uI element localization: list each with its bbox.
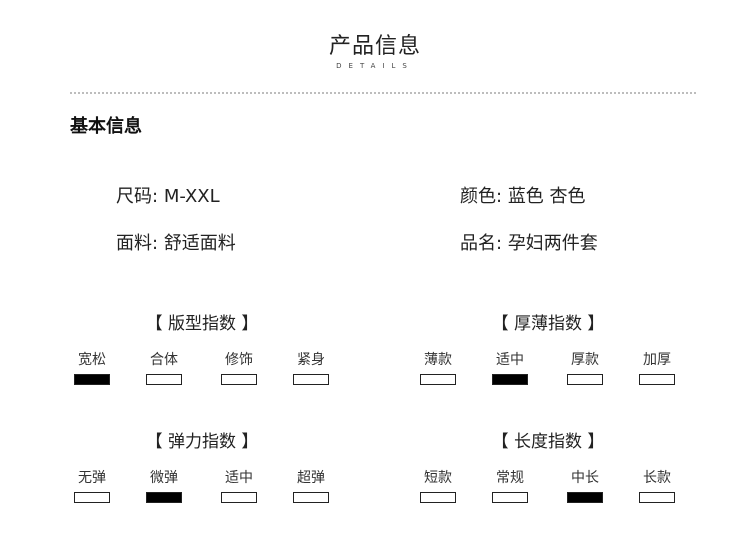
index-option: 短款 [408,470,468,503]
page-title: 产品信息 [328,34,421,59]
index-option-label: 修饰 [225,352,253,368]
dotted-divider [70,92,696,94]
info-color-key: 颜色: [460,186,503,207]
indicator-box [492,492,528,503]
info-fabric: 面料: 舒适面料 [116,229,236,255]
length-index-scale: 短款 常规 中长 长款 [408,470,675,510]
indicator-box [293,374,329,385]
selected-indicator-box [567,492,603,503]
thickness-index-scale: 薄款 适中 厚款 加厚 [408,352,675,392]
index-option: 紧身 [281,352,341,385]
index-option-label: 紧身 [297,352,325,368]
index-option-label: 薄款 [424,352,452,368]
index-option: 超弹 [281,470,341,503]
selected-indicator-box [146,492,182,503]
info-fabric-value: 舒适面料 [163,233,236,254]
index-option: 薄款 [408,352,468,385]
indicator-box [420,374,456,385]
index-option-label: 加厚 [643,352,671,368]
index-option-label: 适中 [496,352,524,368]
info-product-name-key: 品名: [460,233,503,254]
index-option: 无弹 [62,470,122,503]
index-option: 适中 [480,352,540,385]
index-option: 加厚 [627,352,687,385]
fit-index-title: 【 版型指数 】 [145,314,259,334]
index-option-label: 宽松 [78,352,106,368]
indicator-box [221,374,257,385]
section-heading: 基本信息 [70,116,142,137]
index-option: 长款 [627,470,687,503]
index-option-label: 合体 [150,352,178,368]
info-product-name-value: 孕妇两件套 [507,233,598,254]
indicator-box [221,492,257,503]
indicator-box [639,374,675,385]
indicator-box [420,492,456,503]
indicator-box [146,374,182,385]
info-color-value: 蓝色 杏色 [507,186,586,207]
index-option: 合体 [134,352,194,385]
index-option-label: 微弹 [150,470,178,486]
info-size-key: 尺码: [116,186,159,207]
index-option-label: 长款 [643,470,671,486]
info-size: 尺码: M-XXL [116,182,220,208]
selected-indicator-box [492,374,528,385]
index-option: 中长 [555,470,615,503]
index-option-label: 适中 [225,470,253,486]
info-size-value: M-XXL [163,186,220,207]
info-product-name: 品名: 孕妇两件套 [460,229,598,255]
fit-index-scale: 宽松 合体 修饰 紧身 [62,352,329,392]
index-option: 常规 [480,470,540,503]
index-option: 宽松 [62,352,122,385]
indicator-box [74,492,110,503]
indicator-box [639,492,675,503]
elasticity-index-scale: 无弹 微弹 适中 超弹 [62,470,329,510]
index-option-label: 超弹 [297,470,325,486]
index-option: 适中 [209,470,269,503]
index-option-label: 无弹 [78,470,106,486]
elasticity-index-title: 【 弹力指数 】 [145,432,259,452]
info-fabric-key: 面料: [116,233,159,254]
index-option: 修饰 [209,352,269,385]
page-subtitle: DETAILS [336,62,414,70]
index-option-label: 短款 [424,470,452,486]
selected-indicator-box [74,374,110,385]
indicator-box [293,492,329,503]
length-index-title: 【 长度指数 】 [491,432,605,452]
index-option: 厚款 [555,352,615,385]
index-option-label: 常规 [496,470,524,486]
info-color: 颜色: 蓝色 杏色 [460,182,586,208]
thickness-index-title: 【 厚薄指数 】 [491,314,605,334]
index-option-label: 中长 [571,470,599,486]
indicator-box [567,374,603,385]
index-option: 微弹 [134,470,194,503]
index-option-label: 厚款 [571,352,599,368]
